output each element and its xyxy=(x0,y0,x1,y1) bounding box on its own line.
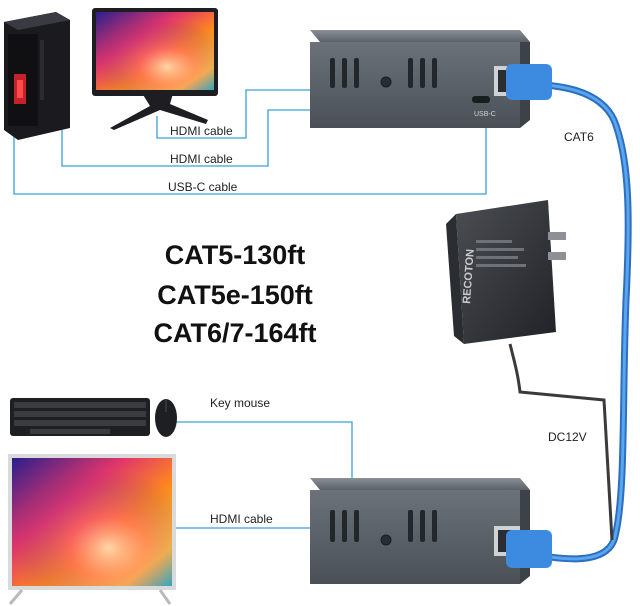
power-adapter-icon xyxy=(446,200,566,344)
transmitter-box-icon xyxy=(310,30,530,128)
dc-cord xyxy=(508,343,614,541)
spec-line-2: CAT5e-150ft xyxy=(157,280,313,310)
hdmi-cable-label-3: HDMI cable xyxy=(210,512,273,526)
usbc-port-icon xyxy=(472,96,490,103)
spec-line-3: CAT6/7-164ft xyxy=(153,318,317,348)
spec-line-1: CAT5-130ft xyxy=(164,240,306,270)
dc12v-label: DC12V xyxy=(548,430,587,444)
hdmi-cable-label-1: HDMI cable xyxy=(170,124,233,138)
keyboard-icon xyxy=(10,398,150,436)
usbc-port-label: USB-C xyxy=(474,111,496,118)
receiver-box-icon xyxy=(310,478,530,584)
tv-icon xyxy=(8,454,176,605)
desktop-tower-icon xyxy=(4,12,70,140)
key-mouse-label: Key mouse xyxy=(210,396,271,410)
cat6-label: CAT6 xyxy=(564,130,594,144)
mouse-icon xyxy=(155,399,177,437)
hdmi-cable-label-2: HDMI cable xyxy=(170,152,233,166)
usbc-cable-label: USB-C cable xyxy=(168,180,238,194)
adapter-brand: RECOTON xyxy=(461,249,477,305)
cat6-cable xyxy=(506,64,632,568)
connection-lines xyxy=(13,89,487,529)
monitor-icon xyxy=(92,8,218,130)
